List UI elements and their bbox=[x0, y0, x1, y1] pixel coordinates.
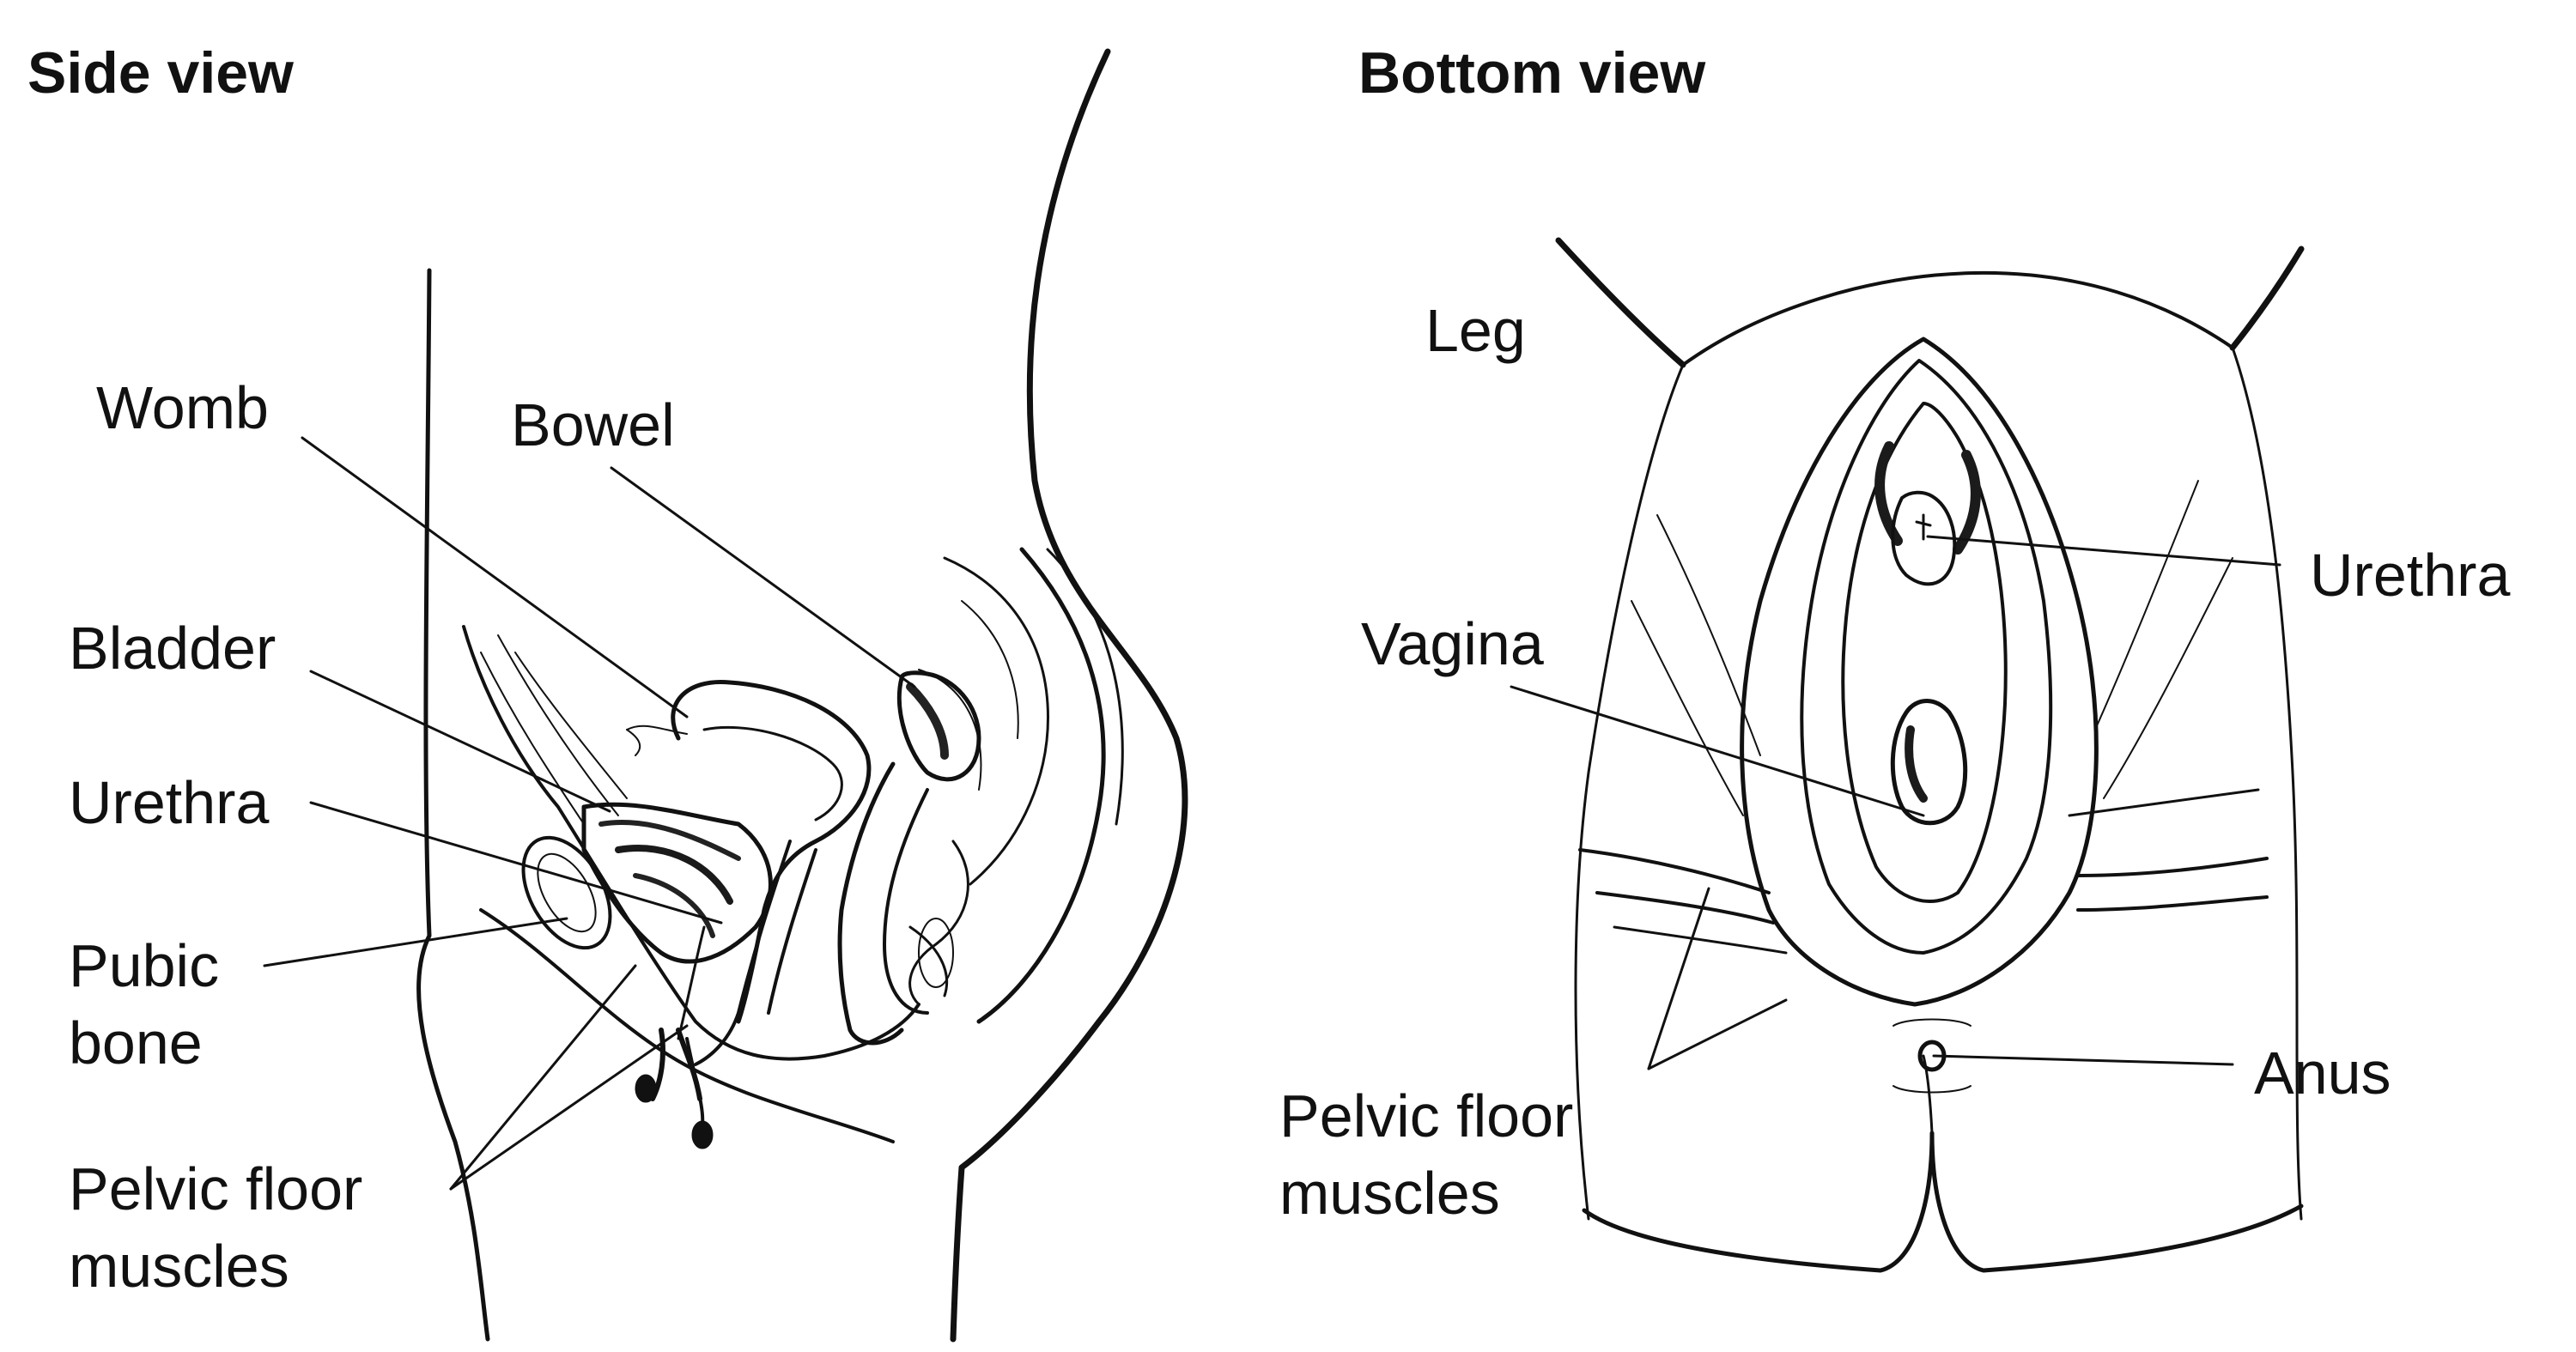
leg-right-outline bbox=[2229, 246, 2305, 351]
label-pubic-bone-line-1: Pubic bbox=[69, 932, 220, 999]
label-bottom-pelvic-floor-line-1: Pelvic floor bbox=[1279, 1082, 1574, 1149]
rectum bbox=[837, 761, 904, 1046]
leader-bowel bbox=[610, 466, 916, 688]
leader-pelvic-floor-a bbox=[449, 964, 637, 1191]
vulva-outer bbox=[1740, 336, 2099, 1007]
label-bladder: Bladder bbox=[69, 615, 276, 682]
label-side-pelvic-floor: Pelvic floor muscles bbox=[69, 1150, 362, 1305]
label-pubic-bone: Pubic bone bbox=[69, 927, 219, 1082]
label-bottom-pelvic-floor: Pelvic floor muscles bbox=[1279, 1077, 1573, 1232]
leg-left-outline bbox=[1555, 237, 1686, 368]
urethra-opening bbox=[1891, 490, 1957, 586]
label-leg: Leg bbox=[1425, 297, 1526, 364]
vagina-opening bbox=[1890, 699, 1968, 826]
leader-womb bbox=[301, 436, 689, 718]
womb bbox=[671, 679, 872, 1024]
leader-pelvic-floor-b bbox=[449, 1024, 689, 1191]
body-front-outline bbox=[416, 268, 490, 1342]
pelvic-muscle-band-right bbox=[2076, 857, 2269, 877]
leader-bottom-pelvic-floor-b bbox=[1647, 998, 1788, 1070]
lower-abdomen-fold bbox=[479, 908, 895, 1143]
vaginal-canal bbox=[694, 840, 792, 1066]
bowel bbox=[896, 670, 981, 782]
bladder bbox=[581, 802, 773, 964]
label-urethra: Urethra bbox=[69, 769, 270, 836]
leader-urethra bbox=[309, 801, 723, 925]
label-bowel: Bowel bbox=[511, 391, 675, 458]
leader-bladder bbox=[309, 670, 611, 813]
side-view-heading: Side view bbox=[27, 40, 294, 106]
leader-bottom-urethra bbox=[1926, 535, 2281, 567]
body-back-outline bbox=[950, 48, 1188, 1343]
buttocks-outline bbox=[1582, 1131, 2304, 1273]
leader-vagina bbox=[1510, 685, 1925, 817]
spine-curve bbox=[976, 547, 1106, 1024]
label-pubic-bone-line-2: bone bbox=[69, 1009, 203, 1076]
label-anus: Anus bbox=[2254, 1040, 2391, 1106]
leader-anus bbox=[1932, 1054, 2234, 1066]
pelvic-muscle-band-left bbox=[1578, 848, 1771, 894]
label-bottom-pelvic-floor-line-2: muscles bbox=[1279, 1160, 1500, 1227]
leader-bottom-pelvic-floor-a bbox=[1647, 887, 1710, 1070]
label-womb: Womb bbox=[96, 374, 269, 441]
pubic-bone bbox=[521, 835, 612, 950]
label-side-pelvic-floor-line-1: Pelvic floor bbox=[69, 1155, 363, 1222]
labia-inner bbox=[1841, 402, 2008, 903]
label-side-pelvic-floor-line-2: muscles bbox=[69, 1233, 289, 1300]
bottom-view-heading: Bottom view bbox=[1358, 40, 1706, 106]
leader-pubic-bone bbox=[263, 917, 568, 967]
label-vagina: Vagina bbox=[1361, 610, 1544, 677]
label-bottom-urethra: Urethra bbox=[2310, 542, 2511, 609]
body-top-outline bbox=[1681, 270, 2234, 367]
pelvis-outline bbox=[462, 625, 920, 1061]
